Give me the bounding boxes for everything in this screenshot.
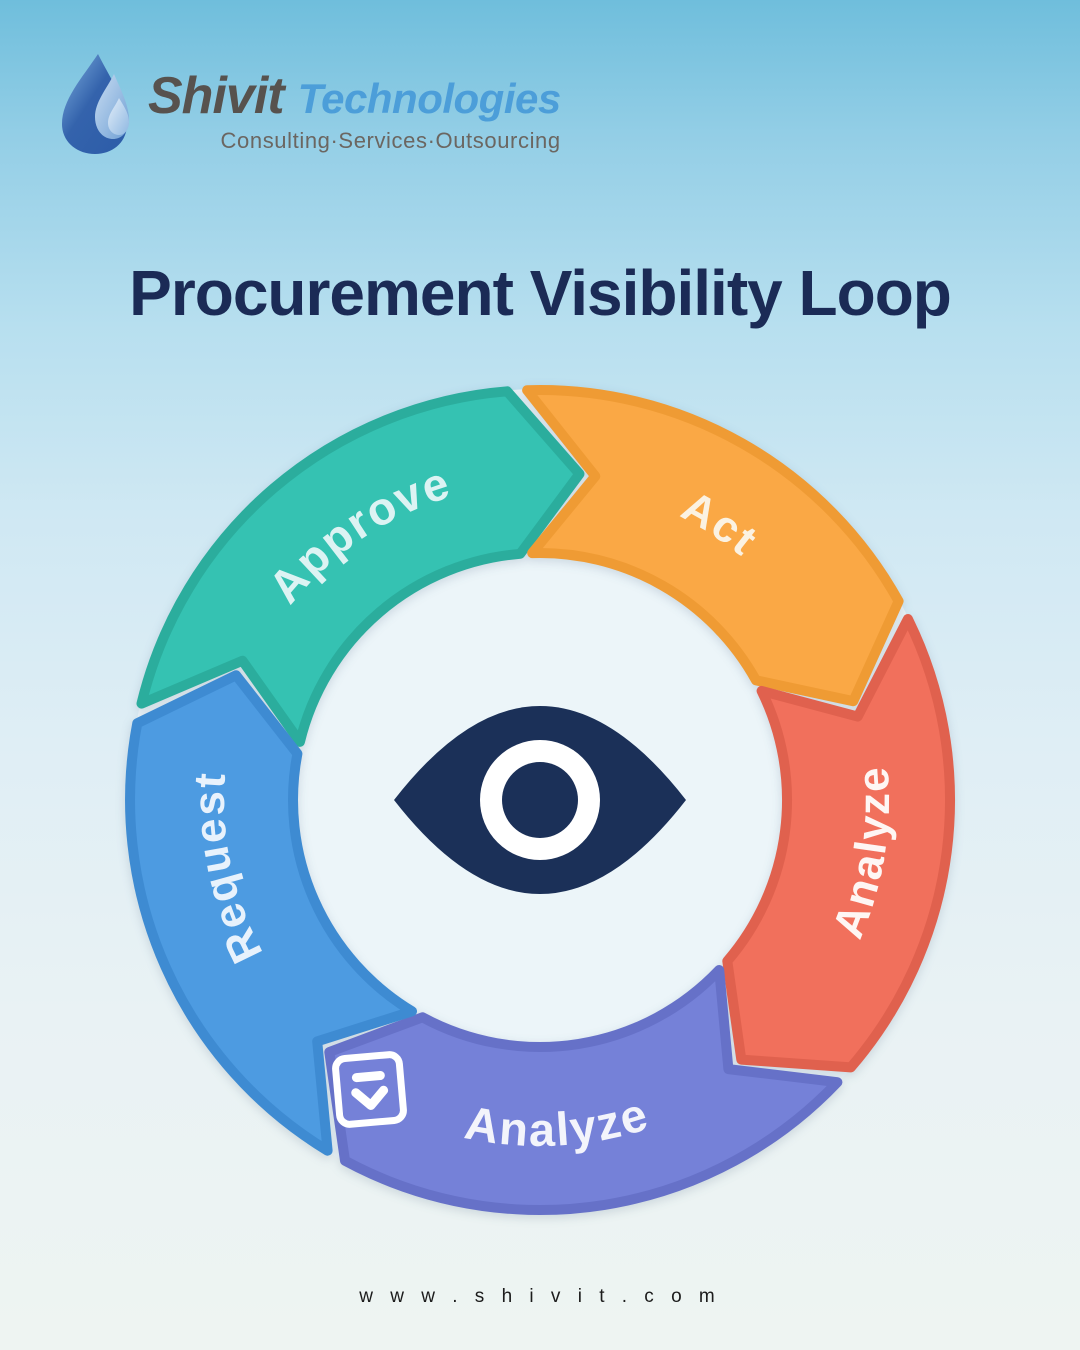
checklist-icon <box>332 1051 407 1128</box>
segment-act <box>522 385 904 707</box>
eye-icon <box>394 706 686 894</box>
website-url: w w w . s h i v i t . c o m <box>359 1286 721 1307</box>
drop-icon <box>62 54 129 154</box>
logo: Shivit Technologies Consulting·Services·… <box>58 52 561 156</box>
brand-secondary: Technologies <box>297 75 562 122</box>
brand-text: Shivit Technologies Consulting·Services·… <box>148 66 561 154</box>
segments <box>125 385 955 1216</box>
brand-tagline: Consulting·Services·Outsourcing <box>220 128 561 153</box>
page-title: Procurement Visibility Loop <box>129 257 952 329</box>
segment-analyze-track <box>722 614 955 1073</box>
segment-request <box>125 670 417 1156</box>
segment-analyze-report <box>324 965 843 1216</box>
brand-primary: Shivit <box>148 67 285 125</box>
segment-approve <box>136 386 585 747</box>
